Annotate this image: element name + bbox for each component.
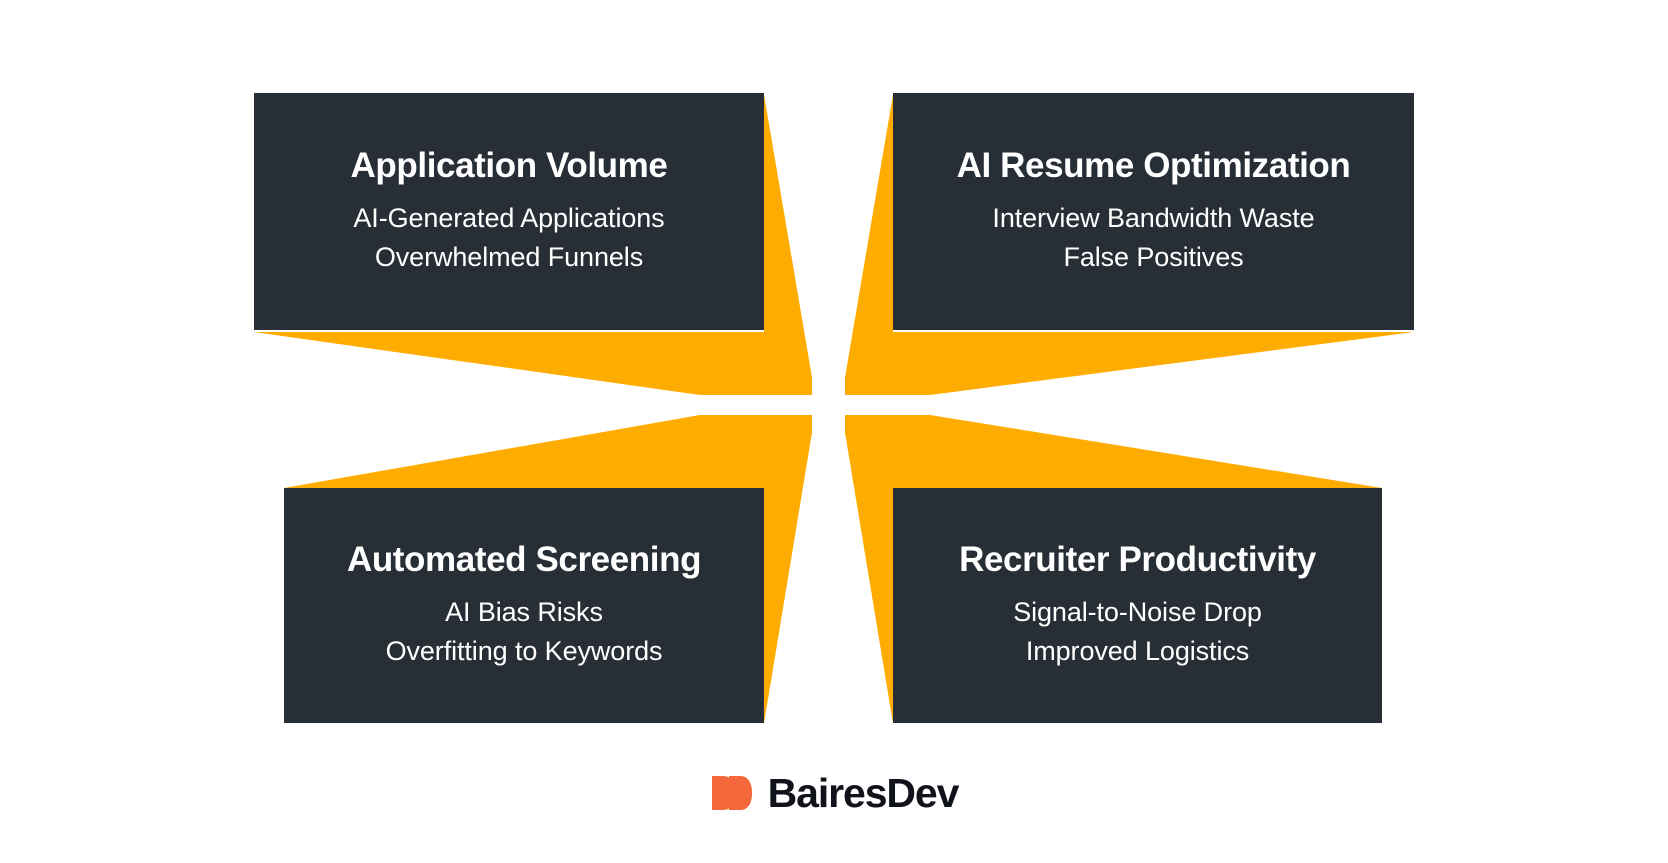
quadrant-line: False Positives: [1063, 242, 1244, 273]
quadrant-line: Signal-to-Noise Drop: [1013, 596, 1262, 627]
arrow-top-right-sliver: [845, 95, 893, 395]
arrow-bottom-left-sliver: [764, 415, 812, 723]
quadrant-title: Automated Screening: [346, 539, 702, 579]
logo-wordmark: BairesDev: [767, 769, 960, 816]
quadrant-line: Interview Bandwidth Waste: [992, 202, 1315, 233]
bairesdev-mark-icon: [711, 776, 752, 810]
quadrant-title: AI Resume Optimization: [956, 145, 1351, 185]
quadrant-card-recruiter-productivity: Recruiter Productivity Signal-to-Noise D…: [893, 488, 1382, 723]
arrow-top-left-sliver: [764, 95, 812, 395]
brand-logo: BairesDev: [0, 766, 1668, 820]
quadrant-line: Improved Logistics: [1025, 636, 1250, 667]
arrow-bottom-left: [284, 415, 812, 723]
quadrant-title: Application Volume: [350, 145, 668, 185]
quadrant-card-automated-screening: Automated Screening AI Bias Risks Overfi…: [284, 488, 764, 723]
quadrant-card-ai-resume-optimization: AI Resume Optimization Interview Bandwid…: [893, 93, 1414, 330]
arrow-bottom-right: [845, 415, 1382, 723]
quadrant-line: Overfitting to Keywords: [385, 636, 663, 667]
arrow-top-right: [845, 95, 1414, 395]
quadrant-title: Recruiter Productivity: [959, 539, 1316, 579]
quadrant-line: Overwhelmed Funnels: [374, 242, 644, 273]
quadrant-line: AI Bias Risks: [445, 596, 603, 627]
quadrant-card-application-volume: Application Volume AI-Generated Applicat…: [254, 93, 764, 330]
quadrant-line: AI-Generated Applications: [353, 202, 665, 233]
arrow-top-left: [254, 95, 812, 395]
arrow-bottom-right-sliver: [845, 415, 893, 723]
